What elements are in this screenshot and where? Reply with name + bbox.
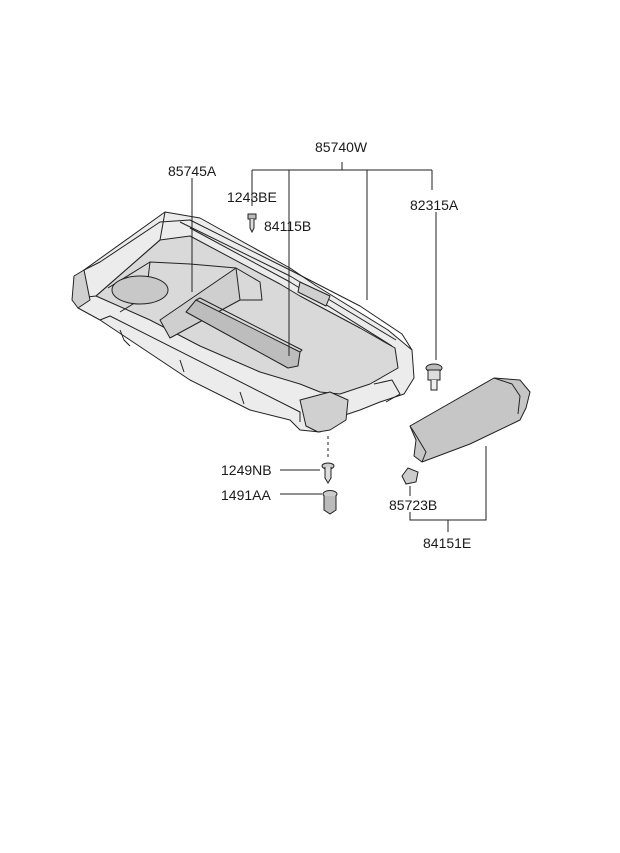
label-1491AA: 1491AA — [221, 487, 271, 503]
label-1249NB: 1249NB — [221, 462, 272, 478]
label-84151E: 84151E — [423, 535, 472, 551]
label-85745A: 85745A — [168, 163, 217, 179]
clip-82315A — [425, 363, 443, 391]
fastener-1243BE — [247, 213, 257, 234]
luggage-board — [409, 377, 531, 463]
label-85723B: 85723B — [389, 497, 438, 513]
label-82315A: 82315A — [410, 197, 459, 213]
leader-lines — [191, 162, 487, 532]
label-85740W: 85740W — [315, 139, 368, 155]
label-84115B: 84115B — [264, 218, 312, 234]
nut-1491AA — [322, 490, 338, 515]
clip-85723B — [401, 467, 419, 485]
luggage-tray — [71, 211, 415, 433]
screw-1249NB — [321, 462, 335, 484]
label-1243BE: 1243BE — [227, 189, 277, 205]
